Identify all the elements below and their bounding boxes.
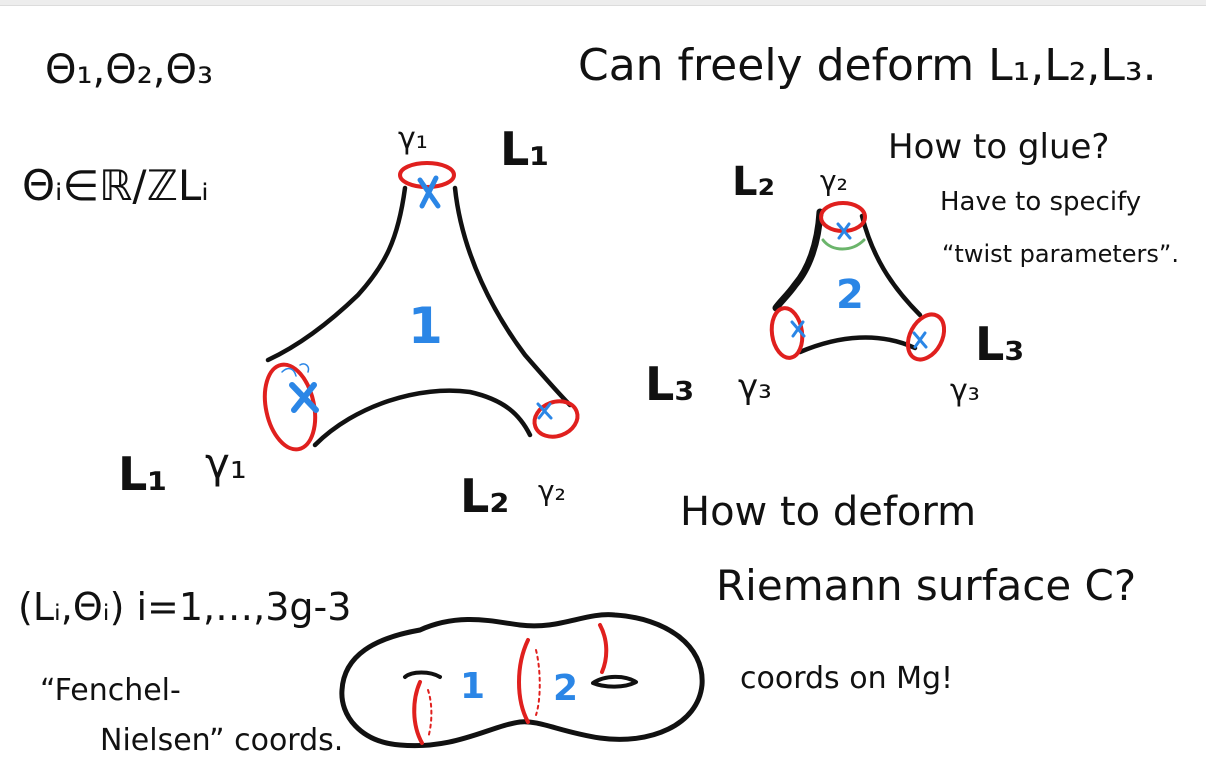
- pants-1-left-L: L₁: [118, 447, 167, 501]
- pants-2-right-L: L₃: [975, 317, 1024, 371]
- pants-2-seam-thick: [772, 208, 824, 312]
- left-cut-hidden: [427, 689, 433, 739]
- left-cut-curve: [412, 680, 424, 745]
- genus-2-label-1: 1: [460, 666, 485, 707]
- coords-on-mg: coords on Mg!: [740, 661, 953, 696]
- pants-1: 1 L₁ γ₁ L₁ γ₁ L₂ γ₂: [118, 121, 580, 523]
- glue-question: How to glue?: [888, 127, 1109, 167]
- pants-1-top-L: L₁: [500, 122, 549, 176]
- pants-1-right-L: L₂: [460, 469, 509, 523]
- pants-2-left-boundary: [769, 306, 805, 360]
- pants-1-top-boundary: [398, 161, 456, 189]
- pants-1-top-mark-icon: [417, 175, 441, 209]
- pants-1-right-gamma: γ₂: [538, 474, 566, 507]
- window-top-bar: [0, 0, 1206, 6]
- pants-1-outline-right: [452, 185, 573, 408]
- right-cut-curve: [598, 623, 609, 674]
- pants-2-outline-right: [859, 213, 923, 318]
- pants-1-top-gamma: γ₁: [398, 121, 428, 156]
- left-handle-icon: [403, 670, 442, 679]
- fenchel-line-2: Nielsen” coords.: [100, 723, 343, 758]
- fenchel-line-1: “Fenchel-: [40, 673, 181, 708]
- pants-1-left-mark-sketch: [281, 363, 310, 377]
- pants-2-left-gamma: γ₃: [738, 367, 772, 407]
- pants-2-top-boundary: [819, 201, 867, 233]
- pants-2-left-L: L₃: [645, 357, 694, 411]
- specify-line-2: “twist parameters”.: [942, 240, 1179, 268]
- pants-2-right-mark-icon: [912, 331, 928, 349]
- theta-domain-label: Θᵢ∈ℝ/ℤLᵢ: [22, 161, 209, 210]
- pants-2-left-mark-icon: [790, 320, 806, 338]
- pants-1-left-gamma: γ₁: [205, 439, 247, 488]
- pants-1-right-boundary: [532, 399, 580, 439]
- middle-cut-curve: [517, 638, 530, 724]
- thetas-label: Θ₁,Θ₂,Θ₃: [45, 47, 213, 93]
- pants-1-left-mark-icon: [289, 382, 319, 413]
- pants-1-outline-left: [265, 185, 408, 363]
- deform-question-line-1: How to deform: [680, 489, 976, 535]
- coords-parameter: (Lᵢ,Θᵢ) i=1,…,3g-3: [18, 585, 351, 629]
- pants-1-outline-bottom: [312, 388, 533, 448]
- middle-cut-hidden: [535, 649, 541, 716]
- right-handle-icon: [591, 674, 638, 689]
- pants-2-twist-arc: [821, 238, 866, 251]
- specify-line-1: Have to specify: [940, 187, 1141, 217]
- pants-2-top-mark-icon: [836, 222, 852, 240]
- pants-1-left-boundary: [262, 362, 318, 452]
- pants-2-right-gamma: γ₃: [950, 373, 980, 408]
- pants-2: 2 L₂ γ₂ L₃ γ₃ L₃ γ₃: [645, 159, 1024, 411]
- deform-question-line-2: Riemann surface C?: [716, 561, 1136, 610]
- deform-note: Can freely deform L₁,L₂,L₃.: [578, 40, 1157, 91]
- pants-1-number: 1: [408, 297, 443, 355]
- pants-2-top-L: L₂: [732, 159, 775, 205]
- pants-2-outline-bottom: [797, 335, 918, 355]
- pants-2-number: 2: [836, 272, 864, 318]
- genus-2-label-2: 2: [553, 668, 578, 709]
- genus-2-outline: [339, 612, 705, 749]
- pants-2-top-gamma: γ₂: [820, 164, 848, 197]
- genus-2-surface: 1 2: [339, 612, 705, 749]
- pants-2-right-boundary: [905, 312, 947, 362]
- pants-1-right-mark-icon: [536, 402, 553, 420]
